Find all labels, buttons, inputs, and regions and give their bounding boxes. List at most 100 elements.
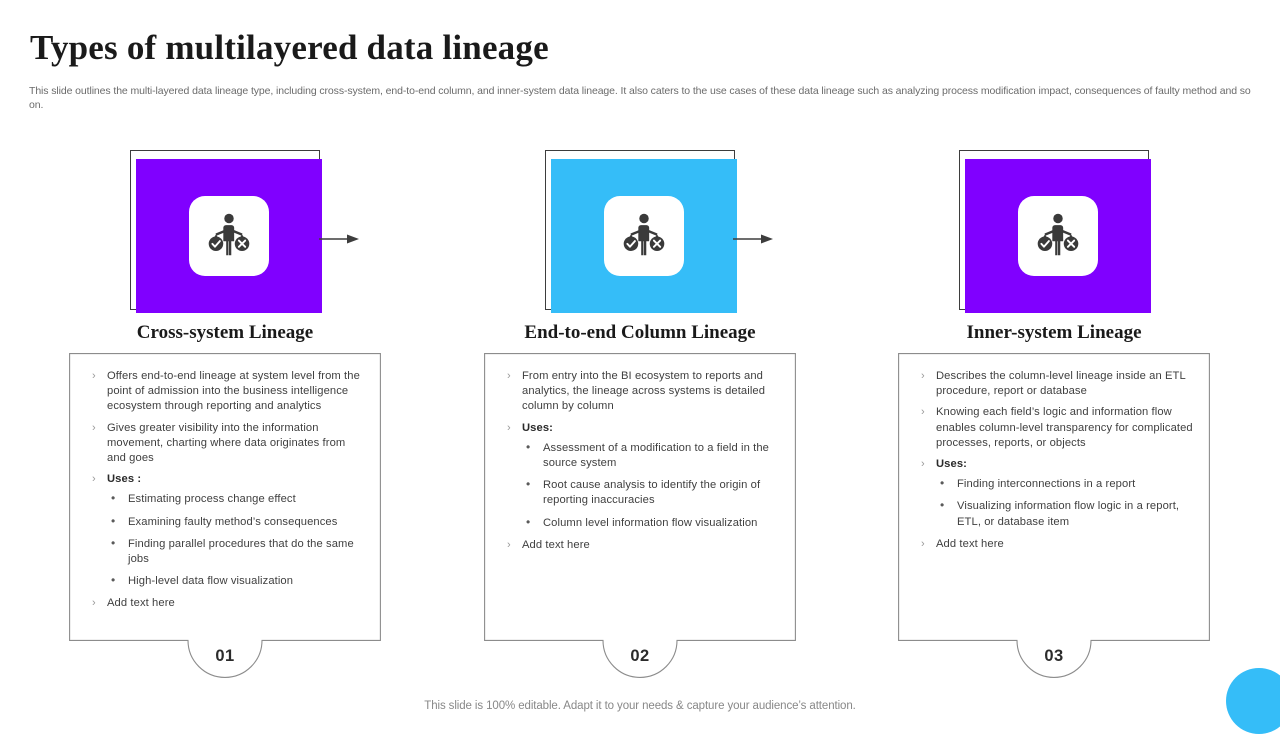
sub-list-item-label: Finding parallel procedures that do the … [128, 537, 354, 566]
sub-list-item-label: Column level information flow visualizat… [543, 516, 758, 529]
list-item: ›Add text here [498, 538, 782, 553]
sub-list-item: • Column level information flow visualiza… [522, 514, 782, 531]
list-item-label: Add text here [107, 597, 175, 610]
bullet-dot-icon: • [111, 573, 116, 588]
card-heading-3: Inner-system Lineage [966, 322, 1142, 343]
card-body-3: › Describes the column-level lineage insi… [898, 353, 1210, 641]
footer-note: This slide is 100% editable. Adapt it to… [424, 700, 856, 712]
icon-frame-2 [545, 150, 737, 313]
list-item: › Gives greater visibility into the infor… [83, 421, 367, 467]
sub-list-item: • Assessment of a modification to a field… [522, 439, 782, 471]
chevron-right-icon: › [921, 537, 925, 550]
bullet-dot-icon: • [940, 476, 945, 491]
page-title: Types of multilayered data lineage [30, 28, 549, 67]
bullet-list: › From entry into the BI ecosystem to rep… [498, 369, 782, 553]
list-item-label: Knowing each field’s logic and informati… [936, 406, 1193, 449]
list-item: › Add text here [83, 596, 367, 611]
icon-tile [604, 196, 684, 276]
chevron-right-icon: › [921, 406, 925, 419]
sub-list-item: • Root cause analysis to identify the ori… [522, 477, 782, 508]
sub-list-item-label: Assessment of a modification to a field … [543, 441, 769, 470]
icon-tile [1018, 196, 1098, 276]
card-heading-2: End-to-end Column Lineage [524, 322, 756, 343]
sub-list-item-label: Examining faulty method’s consequences [128, 515, 338, 528]
card-heading-1: Cross-system Lineage [136, 322, 314, 343]
list-item: › Uses: • Finding interconnections in a rep… [912, 457, 1196, 530]
chevron-right-icon: › [507, 538, 511, 551]
sub-list-item-label: Finding interconnections in a report [957, 478, 1136, 491]
bullet-dot-icon: • [111, 491, 116, 506]
page-subtitle: This slide outlines the multi-layered da… [29, 85, 1251, 111]
sub-list-item: • Examining faulty method’s consequences [107, 513, 367, 530]
chevron-right-icon: › [92, 473, 96, 486]
bullet-dot-icon: • [111, 513, 116, 528]
person-holding-scales-icon [1037, 213, 1079, 256]
arrow-right-icon [733, 232, 779, 244]
person-holding-scales-icon [208, 213, 250, 256]
bullet-dot-icon: • [526, 514, 531, 529]
sub-list-item-label: Root cause analysis to identify the orig… [543, 479, 761, 507]
icon-color-panel [551, 159, 737, 313]
sub-bullet-list: • Finding interconnections in a report • Vi… [936, 476, 1196, 530]
chevron-right-icon: › [921, 458, 925, 471]
list-item-label: From entry into the BI ecosystem to repo… [522, 370, 766, 413]
sub-list-item: • Finding interconnections in a report [936, 476, 1196, 492]
list-item-label: Describes the column-level lineage insid… [936, 370, 1186, 398]
bullet-dot-icon: • [526, 439, 531, 454]
list-item: › From entry into the BI ecosystem to rep… [498, 369, 782, 415]
step-number-badge-3: 03 [1044, 647, 1064, 665]
list-item-label: Uses: [522, 421, 553, 434]
person-holding-scales-icon [623, 213, 665, 256]
list-item: ›Uses:•Assessment of a modification to a… [498, 421, 782, 531]
chevron-right-icon: › [507, 370, 511, 382]
chevron-right-icon: › [92, 597, 96, 610]
icon-tile [189, 196, 269, 276]
lineage-column-3: Inner-system Lineage › Describes the colum… [898, 150, 1210, 678]
list-item-label: Offers end-to-end lineage at system leve… [107, 370, 360, 413]
card-body-2: › From entry into the BI ecosystem to rep… [484, 353, 796, 641]
list-item: › Describes the column-level lineage insi… [912, 369, 1196, 399]
corner-circle-decoration [1226, 668, 1280, 734]
card-outline [69, 353, 381, 678]
chevron-right-icon: › [921, 370, 925, 382]
sub-list-item: • Visualizing information flow logic in a… [936, 498, 1196, 529]
bullet-list: › Offers end-to-end lineage at system lev… [83, 369, 367, 612]
icon-frame-3 [959, 150, 1151, 313]
bullet-dot-icon: • [111, 535, 116, 550]
list-item: › Add text here [912, 537, 1196, 552]
icon-color-panel [965, 159, 1151, 313]
list-item-label: Add text here [936, 537, 1004, 550]
list-item: › Uses : • Estimating process change effect… [83, 472, 367, 589]
sub-list-item: • Estimating process change effect [107, 491, 367, 507]
list-item-label: Uses : [107, 473, 142, 486]
sub-list-item: • Finding parallel procedures that do the… [107, 535, 367, 567]
icon-frame-1 [130, 150, 322, 313]
chevron-right-icon: › [92, 370, 96, 382]
list-item: › Offers end-to-end lineage at system lev… [83, 369, 367, 415]
list-item-label: Gives greater visibility into the inform… [107, 421, 346, 465]
lineage-card-2: › From entry into the BI ecosystem to rep… [484, 353, 796, 678]
sub-list-item: • High-level data flow visualization [107, 573, 367, 589]
sub-list-item-label: Estimating process change effect [128, 493, 296, 506]
step-number-badge-2: 02 [630, 647, 650, 665]
lineage-column-1: Cross-system Lineage › Offers end-to-end l… [69, 150, 381, 678]
arrow-right-icon [319, 232, 365, 244]
step-number-badge-1: 01 [215, 647, 235, 665]
card-body-1: › Offers end-to-end lineage at system lev… [69, 353, 381, 641]
bullet-dot-icon: • [526, 477, 531, 492]
list-item: › Knowing each field’s logic and informat… [912, 405, 1196, 451]
lineage-card-1: › Offers end-to-end lineage at system lev… [69, 353, 381, 678]
list-item-label: Uses: [936, 458, 967, 471]
card-outline [898, 353, 1210, 678]
sub-bullet-list: • Assessment of a modification to a field… [522, 439, 782, 531]
icon-color-panel [136, 159, 322, 313]
sub-bullet-list: • Estimating process change effect • Examin… [107, 491, 367, 589]
sub-list-item-label: High-level data flow visualization [128, 575, 294, 588]
bullet-dot-icon: • [940, 498, 945, 513]
sub-list-item-label: Visualizing information flow logic in a … [957, 500, 1180, 528]
card-outline [484, 353, 796, 678]
lineage-column-2: End-to-end Column Lineage › From entry int… [484, 150, 796, 678]
lineage-card-3: › Describes the column-level lineage insi… [898, 353, 1210, 678]
bullet-list: › Describes the column-level lineage insi… [912, 369, 1196, 552]
chevron-right-icon: › [92, 421, 96, 434]
